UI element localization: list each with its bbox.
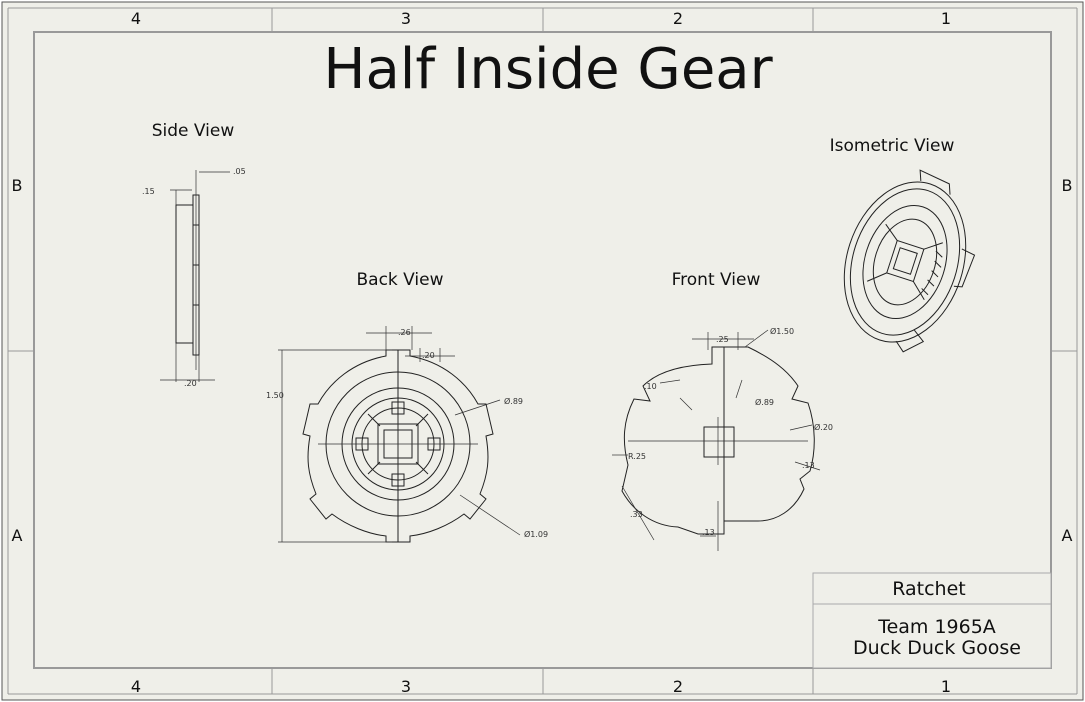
title-block-team-name: Duck Duck Goose xyxy=(853,637,1021,659)
front-dim-13-bottom: .13 xyxy=(702,528,715,537)
front-dim-13-right: .13 xyxy=(802,461,815,470)
zone-col-top-1: 1 xyxy=(941,9,951,28)
zone-row-left-B: B xyxy=(12,176,23,195)
title-block-team: Team 1965A xyxy=(877,616,996,638)
zone-col-top-3: 3 xyxy=(401,9,411,28)
zone-row-left-A: A xyxy=(12,526,23,545)
zone-ticks xyxy=(7,7,1078,695)
title-block-part-name: Ratchet xyxy=(892,578,966,600)
back-view-label: Back View xyxy=(356,270,443,290)
zone-col-bottom-3: 3 xyxy=(401,677,411,696)
front-dim-dia-hole: Ø.20 xyxy=(814,422,833,432)
zone-col-top-2: 2 xyxy=(673,9,683,28)
zone-row-right-B: B xyxy=(1062,176,1073,195)
front-dim-10: .10 xyxy=(644,382,657,391)
zone-col-top-4: 4 xyxy=(131,9,141,28)
front-dim-dia-mid: Ø.89 xyxy=(755,397,774,407)
zone-row-right-A: A xyxy=(1062,526,1073,545)
zone-col-bottom-1: 1 xyxy=(941,677,951,696)
zone-col-bottom-4: 4 xyxy=(131,677,141,696)
back-view-dims xyxy=(278,326,521,543)
side-dim-thickness-b: .05 xyxy=(233,167,246,176)
front-dim-width-top: .25 xyxy=(716,335,729,344)
front-dim-radius: R.25 xyxy=(628,452,646,461)
title-block xyxy=(812,572,1052,669)
back-dim-dia-inner: Ø.89 xyxy=(504,396,523,406)
side-dim-width: .20 xyxy=(184,379,197,388)
front-view-label: Front View xyxy=(672,270,761,290)
back-dim-top-a: .26 xyxy=(398,328,411,337)
side-dim-thickness-a: .15 xyxy=(142,187,155,196)
front-view-dims xyxy=(612,329,821,541)
front-dim-33: .33 xyxy=(630,510,643,519)
side-view-label: Side View xyxy=(152,121,235,141)
back-view-geometry xyxy=(302,349,494,543)
front-view-geometry xyxy=(621,346,815,551)
drawing-title: Half Inside Gear xyxy=(323,37,773,102)
back-dim-height: 1.50 xyxy=(266,391,284,400)
back-dim-dia-outer: Ø1.09 xyxy=(524,529,548,539)
isometric-view-geometry xyxy=(843,169,976,353)
side-view-geometry xyxy=(160,170,230,382)
back-dim-top-b: .20 xyxy=(422,351,435,360)
isometric-view-label: Isometric View xyxy=(830,136,955,156)
zone-col-bottom-2: 2 xyxy=(673,677,683,696)
front-dim-dia-outer: Ø1.50 xyxy=(770,326,794,336)
